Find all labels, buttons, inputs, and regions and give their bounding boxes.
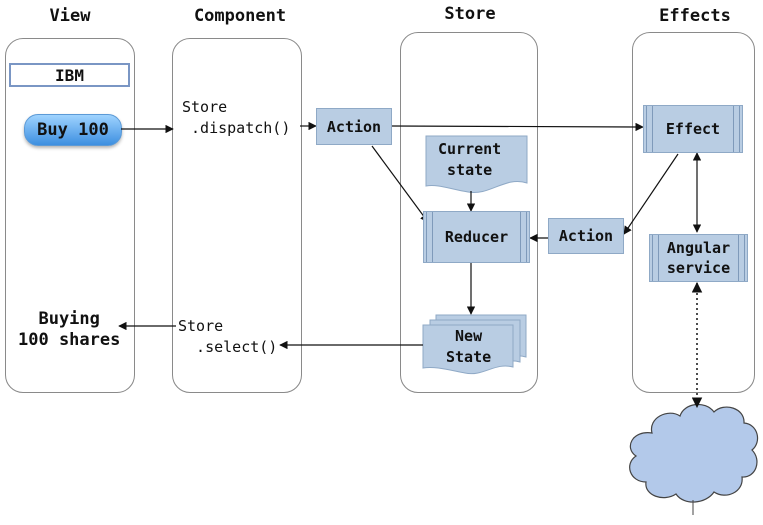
view-column-title: View xyxy=(49,6,91,26)
effects-action-node: Action xyxy=(548,218,624,254)
new-state-document-front xyxy=(422,324,514,375)
effect-node: Effect xyxy=(643,105,743,153)
buying-status-text: Buying 100 shares xyxy=(18,309,121,350)
new-state-label: New State xyxy=(446,327,492,366)
store-dispatch-label: Store .dispatch() xyxy=(182,98,291,137)
ticker-input[interactable]: IBM xyxy=(9,63,130,87)
arrow-action-to-effect xyxy=(391,122,644,132)
store-select-label: Store .select() xyxy=(178,317,278,356)
arrow-action-to-reducer xyxy=(371,145,429,223)
current-state-document-shape xyxy=(425,135,528,194)
cloud-shape xyxy=(629,403,759,503)
component-lane xyxy=(172,38,302,393)
store-column-title: Store xyxy=(444,4,496,24)
buy-100-button[interactable]: Buy 100 xyxy=(24,114,122,146)
angular-service-node: Angular service xyxy=(649,234,748,282)
arrow-effect-to-action xyxy=(623,153,679,235)
reducer-node: Reducer xyxy=(423,211,530,263)
current-state-label: Current state xyxy=(438,140,502,179)
component-column-title: Component xyxy=(193,6,287,26)
effects-column-title: Effects xyxy=(659,6,731,26)
view-lane xyxy=(5,38,135,393)
store-action-node: Action xyxy=(316,108,392,145)
